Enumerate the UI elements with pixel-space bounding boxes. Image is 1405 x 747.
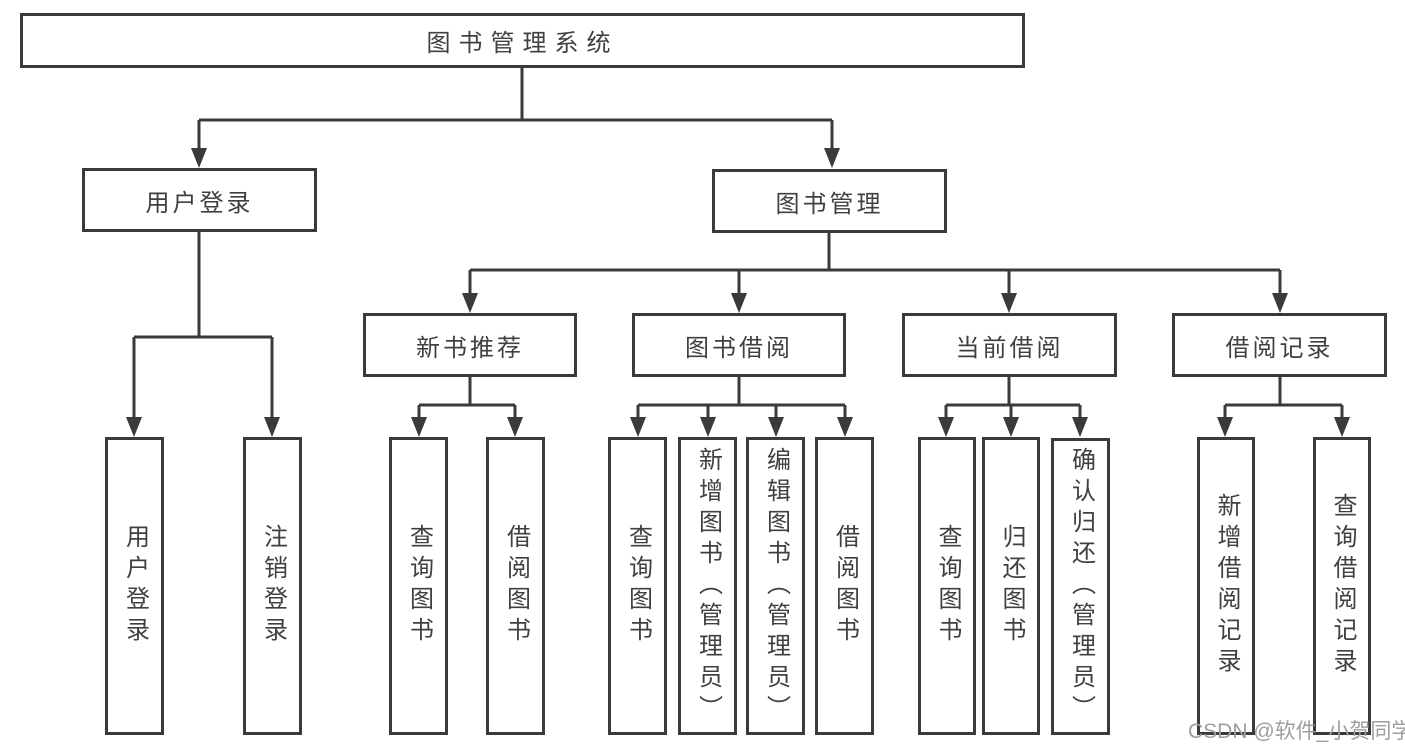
- leaf-edit-books-admin: 编辑图书（管理员）: [746, 437, 805, 735]
- node-label: 借阅记录: [1225, 334, 1334, 362]
- node-label: 借阅图书: [831, 524, 859, 648]
- node-label: 新增借阅记录: [1213, 493, 1240, 679]
- node-label: 注销登录: [259, 524, 287, 648]
- leaf-borrow-books-recommend: 借阅图书: [486, 437, 545, 735]
- node-label: 查询图书: [934, 524, 961, 648]
- node-library-management-system: 图书管理系统: [20, 13, 1025, 68]
- leaf-user-login: 用户登录: [105, 437, 164, 735]
- node-label: 查询图书: [405, 524, 433, 648]
- leaf-return-books: 归还图书: [982, 437, 1040, 735]
- node-label: 图书管理: [775, 190, 884, 218]
- node-label: 图书管理系统: [426, 30, 619, 57]
- node-label: 查询图书: [624, 524, 652, 648]
- node-user-login: 用户登录: [82, 168, 317, 232]
- node-current-borrow: 当前借阅: [902, 313, 1117, 377]
- node-label: 归还图书: [998, 524, 1025, 648]
- leaf-logout: 注销登录: [243, 437, 302, 735]
- leaf-add-borrow-record: 新增借阅记录: [1197, 437, 1255, 735]
- leaf-add-books-admin: 新增图书（管理员）: [678, 437, 737, 735]
- node-borrow-records: 借阅记录: [1172, 313, 1387, 377]
- leaf-query-books-recommend: 查询图书: [389, 437, 448, 735]
- node-book-borrow: 图书借阅: [632, 313, 846, 377]
- leaf-query-books-current: 查询图书: [918, 437, 976, 735]
- leaf-confirm-return-admin: 确认归还（管理员）: [1051, 438, 1110, 735]
- node-label: 用户登录: [121, 524, 149, 648]
- leaf-query-books-borrow: 查询图书: [608, 437, 667, 735]
- leaf-borrow-books: 借阅图书: [815, 437, 874, 735]
- node-new-book-recommend: 新书推荐: [363, 313, 577, 377]
- node-label: 确认归还（管理员）: [1067, 447, 1095, 726]
- node-label: 新增图书（管理员）: [694, 446, 722, 726]
- csdn-watermark: CSDN @软件_小贺同学: [1188, 720, 1405, 743]
- node-label: 当前借阅: [955, 334, 1064, 362]
- node-label: 查询借阅记录: [1329, 493, 1356, 679]
- node-label: 借阅图书: [502, 524, 530, 648]
- leaf-query-borrow-record: 查询借阅记录: [1313, 437, 1371, 735]
- node-label: 新书推荐: [416, 334, 524, 362]
- node-label: 图书借阅: [685, 334, 793, 362]
- node-label: 用户登录: [145, 189, 254, 217]
- node-label: 编辑图书（管理员）: [762, 446, 790, 726]
- node-book-management: 图书管理: [712, 169, 947, 233]
